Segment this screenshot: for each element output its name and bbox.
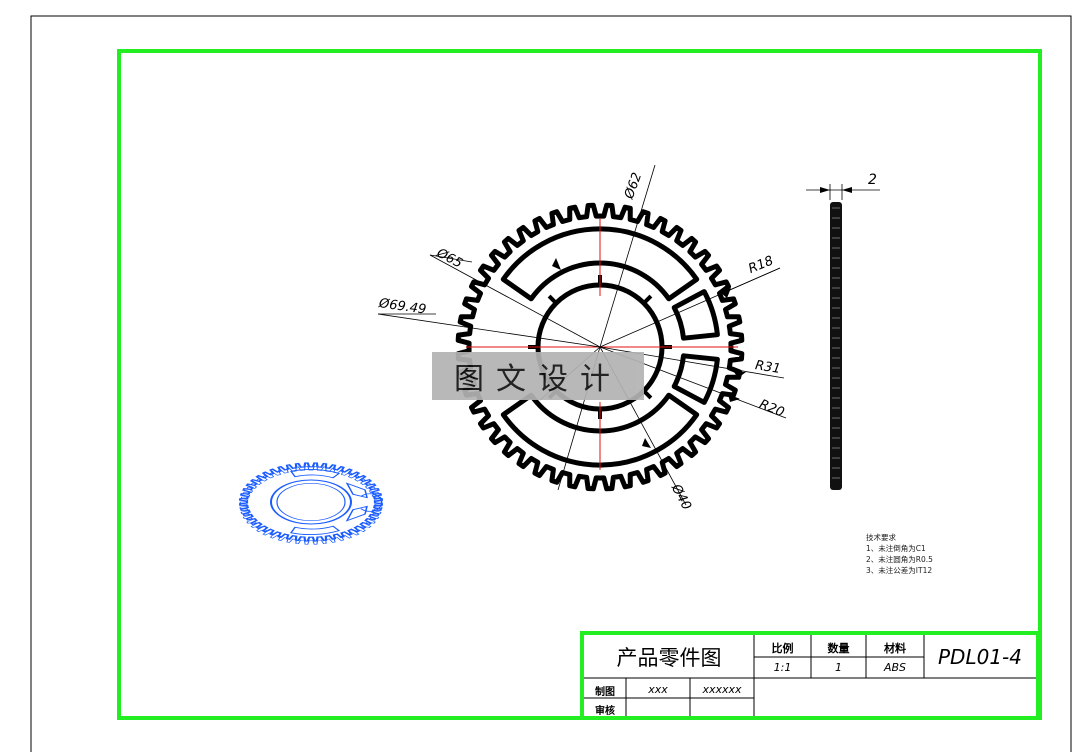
material-label: 材料 [884,642,906,655]
slot-top [500,226,700,302]
tech-item: 2、未注圆角为R0.5 [866,555,933,564]
technical-requirements: 技术要求 1、未注倒角为C1 2、未注圆角为R0.5 3、未注公差为IT12 [866,532,933,576]
drawing-frame [117,49,1042,720]
drawn-by-name: xxx [648,683,668,696]
sprocket-front-view [377,164,787,506]
drawn-by-label: 制图 [595,687,615,698]
checked-by-label: 审核 [595,706,615,717]
sheet-outer-border [30,15,1072,756]
quantity-label: 数量 [827,642,850,655]
tech-item: 1、未注倒角为C1 [866,544,926,553]
scale-label: 比例 [771,642,794,655]
tech-title: 技术要求 [866,533,896,542]
sprocket-cutout-slots [500,226,720,468]
drawing-number: PDL01-4 [938,645,1022,669]
part-name: 产品零件图 [616,646,722,670]
inner-tab [642,389,653,400]
slot-right-upper [671,289,720,341]
quantity-value: 1 [835,661,842,674]
dim-thickness-2: 2 [868,172,877,188]
material-value: ABS [883,661,907,674]
sprocket-side-view [806,184,880,490]
scale-value: 1:1 [773,661,792,674]
slot-bottom [500,392,700,468]
drawn-date: xxxxxx [702,683,742,696]
title-block [580,631,1040,720]
inner-tab [547,294,558,305]
watermark-banner: 图文设计 [432,352,644,400]
tech-item: 3、未注公差为IT12 [866,566,933,575]
inner-tab [642,294,653,305]
sprocket-isometric-view [238,462,384,545]
dimension-arrows [552,258,746,448]
